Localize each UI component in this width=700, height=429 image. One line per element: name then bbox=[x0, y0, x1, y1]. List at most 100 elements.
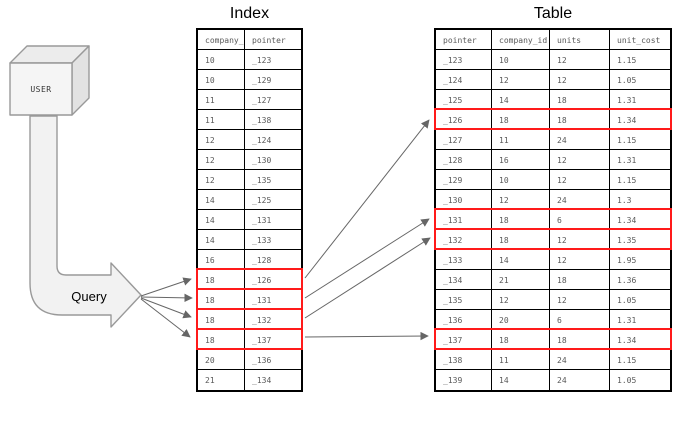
table-cell: _131 bbox=[252, 296, 272, 305]
index-to-table-arrow-126 bbox=[304, 119, 430, 279]
table-cell: _139 bbox=[436, 370, 492, 390]
table-cell: 1.15 bbox=[617, 136, 637, 145]
table-cell: _130 bbox=[436, 190, 492, 209]
table-cell: 1.05 bbox=[617, 376, 637, 385]
table-cell: _136 bbox=[436, 310, 492, 329]
table-header-cell: pointer bbox=[252, 36, 286, 45]
table-cell: 12 bbox=[550, 170, 610, 189]
table-header-cell: unit_cost bbox=[617, 36, 661, 45]
table-row: 14_131 bbox=[198, 210, 301, 230]
query-to-index-arrow-126 bbox=[140, 277, 192, 297]
table-row: 11_138 bbox=[198, 110, 301, 130]
table-cell: 18 bbox=[550, 90, 610, 109]
table-cell: 1.35 bbox=[617, 236, 637, 245]
table-cell: 12 bbox=[550, 70, 610, 89]
table-cell: 18 bbox=[550, 270, 610, 289]
table-cell: 21 bbox=[492, 270, 550, 289]
table-row: 14_133 bbox=[198, 230, 301, 250]
table-cell: 12 bbox=[492, 290, 550, 309]
table-cell: 20 bbox=[492, 310, 550, 329]
table-cell: 16 bbox=[492, 150, 550, 169]
table-row: 14 _125 bbox=[198, 190, 301, 210]
table-cell: _135 bbox=[436, 290, 492, 309]
table-row: 16_128 bbox=[198, 250, 301, 270]
table-cell: _128 bbox=[436, 150, 492, 169]
table-cell: 18 bbox=[198, 290, 245, 309]
table-cell: 14 bbox=[492, 90, 550, 109]
query-to-index-arrow-132 bbox=[140, 297, 192, 319]
table-cell: 18 bbox=[492, 110, 550, 129]
table-cell: 14 bbox=[198, 190, 245, 209]
table-cell: _126 bbox=[252, 276, 272, 285]
table-cell: 11 bbox=[198, 110, 245, 129]
table-row-highlighted: 18 _131 bbox=[196, 288, 303, 310]
table-cell: _132 bbox=[252, 316, 272, 325]
table-cell: 24 bbox=[550, 190, 610, 209]
table-cell: 14 bbox=[198, 230, 245, 249]
table-cell: 1.34 bbox=[617, 216, 637, 225]
table-row: 11_127 bbox=[198, 90, 301, 110]
table-cell: 1.36 bbox=[617, 276, 637, 285]
table-row-highlighted: 18_137 bbox=[196, 328, 303, 350]
table-cell: 6 bbox=[550, 210, 610, 229]
table-header-cell: company_id bbox=[492, 30, 550, 49]
table-cell: 21 bbox=[198, 370, 245, 390]
table-cell: 12 bbox=[550, 250, 610, 269]
table-cell: 14 bbox=[492, 370, 550, 390]
table-cell: 1.15 bbox=[617, 356, 637, 365]
table-header-cell: units bbox=[550, 30, 610, 49]
table-cell: 14 bbox=[492, 250, 550, 269]
table-cell: 6 bbox=[550, 310, 610, 329]
table-cell: 18 bbox=[492, 330, 550, 349]
query-arrow bbox=[29, 115, 142, 328]
table-cell: _135 bbox=[252, 176, 272, 185]
table-cell: 14 bbox=[198, 210, 245, 229]
table-cell: 10 bbox=[198, 50, 245, 69]
table-row-highlighted: 18 _132 bbox=[196, 308, 303, 330]
main-table-title: Table bbox=[533, 5, 573, 22]
table-cell: 10 bbox=[492, 50, 550, 69]
table-cell: 18 bbox=[492, 210, 550, 229]
table-cell: 18 bbox=[198, 310, 245, 329]
query-to-index-arrow-137 bbox=[140, 298, 191, 338]
table-cell: 1.15 bbox=[617, 56, 637, 65]
table-cell: _133 bbox=[436, 250, 492, 269]
user-cube bbox=[9, 45, 90, 116]
table-cell: _129 bbox=[436, 170, 492, 189]
table-cell: _137 bbox=[436, 330, 492, 349]
table-row: 12_124 bbox=[198, 130, 301, 150]
table-cell: 1.3 bbox=[617, 196, 632, 205]
table-cell: 12 bbox=[550, 230, 610, 249]
table-row: 21_134 bbox=[198, 370, 301, 390]
query-arrow-label: Query bbox=[71, 289, 107, 304]
table-row: 10_129 bbox=[198, 70, 301, 90]
user-cube-label: USER bbox=[30, 84, 52, 94]
table-cell: 12 bbox=[550, 150, 610, 169]
table-cell: _137 bbox=[252, 336, 272, 345]
table-cell: 24 bbox=[550, 130, 610, 149]
table-row: 12_135 bbox=[198, 170, 301, 190]
table-cell: 1.34 bbox=[617, 116, 637, 125]
index-to-table-arrow-137 bbox=[304, 331, 429, 341]
table-cell: _123 bbox=[436, 50, 492, 69]
table-row: 12_130 bbox=[198, 150, 301, 170]
table-header-cell: pointer bbox=[436, 30, 492, 49]
table-cell: 12 bbox=[198, 150, 245, 169]
table-cell: 24 bbox=[550, 370, 610, 390]
table-cell: 12 bbox=[492, 70, 550, 89]
table-header-cell: company_id bbox=[198, 30, 245, 49]
table-cell: _125 bbox=[252, 196, 272, 205]
index-to-table-arrow-131 bbox=[304, 218, 430, 299]
table-cell: _124 bbox=[436, 70, 492, 89]
table-cell: 11 bbox=[198, 90, 245, 109]
table-cell: _129 bbox=[252, 76, 272, 85]
table-cell: 12 bbox=[492, 190, 550, 209]
